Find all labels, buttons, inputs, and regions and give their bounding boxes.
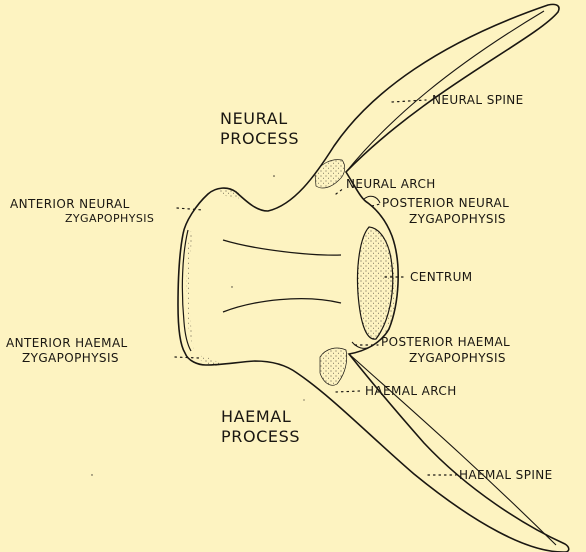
posterior-neural-zygapophysis-label-line2: ZYGAPOPHYSIS xyxy=(409,213,506,225)
posterior-haemal-zygapophysis-label-line1: POSTERIOR HAEMAL xyxy=(381,336,510,348)
anterior-neural-zygapophysis-surface xyxy=(220,188,244,198)
anterior-neural-zygapophysis-leader xyxy=(177,208,203,210)
anterior-centrum-shading xyxy=(186,231,194,349)
haemal-process-label-line1: HAEMAL xyxy=(221,409,291,425)
haemal-arch-leader xyxy=(336,391,360,392)
leader-lines xyxy=(175,100,456,475)
neural-arch-label: NEURAL ARCH xyxy=(346,178,436,190)
neural-process-label-line1: NEURAL xyxy=(220,111,288,127)
centrum-label: CENTRUM xyxy=(410,271,473,283)
neural-process-label-line2: PROCESS xyxy=(220,131,299,147)
centrum-lower-concavity xyxy=(223,299,341,312)
posterior-neural-zygapophysis-label-line1: POSTERIOR NEURAL xyxy=(382,197,509,209)
haemal-spine-inner-line xyxy=(349,354,556,545)
neural-arch-leader xyxy=(336,188,344,194)
anterior-haemal-zygapophysis-label-line1: ANTERIOR HAEMAL xyxy=(6,337,128,349)
haemal-spine-label: HAEMAL SPINE xyxy=(459,469,553,481)
neural-arch-surface xyxy=(315,160,345,188)
haemal-arch-label: HAEMAL ARCH xyxy=(365,385,457,397)
posterior-haemal-zygapophysis-label-line2: ZYGAPOPHYSIS xyxy=(409,352,506,364)
neural-spine-label: NEURAL SPINE xyxy=(432,94,524,106)
anterior-neural-zygapophysis-label-line2: ZYGAPOPHYSIS xyxy=(65,213,154,224)
anterior-neural-zygapophysis-label-line1: ANTERIOR NEURAL xyxy=(10,198,130,210)
neural-spine-leader xyxy=(392,100,426,102)
haemal-arch-surface xyxy=(320,348,347,385)
anterior-haemal-zygapophysis-label-line2: ZYGAPOPHYSIS xyxy=(22,352,119,364)
anterior-haemal-zygapophysis-leader xyxy=(175,357,199,358)
haemal-process-label-line2: PROCESS xyxy=(221,429,300,445)
posterior-neural-zygapophysis-leader xyxy=(372,204,380,206)
centrum-upper-concavity xyxy=(223,240,341,255)
